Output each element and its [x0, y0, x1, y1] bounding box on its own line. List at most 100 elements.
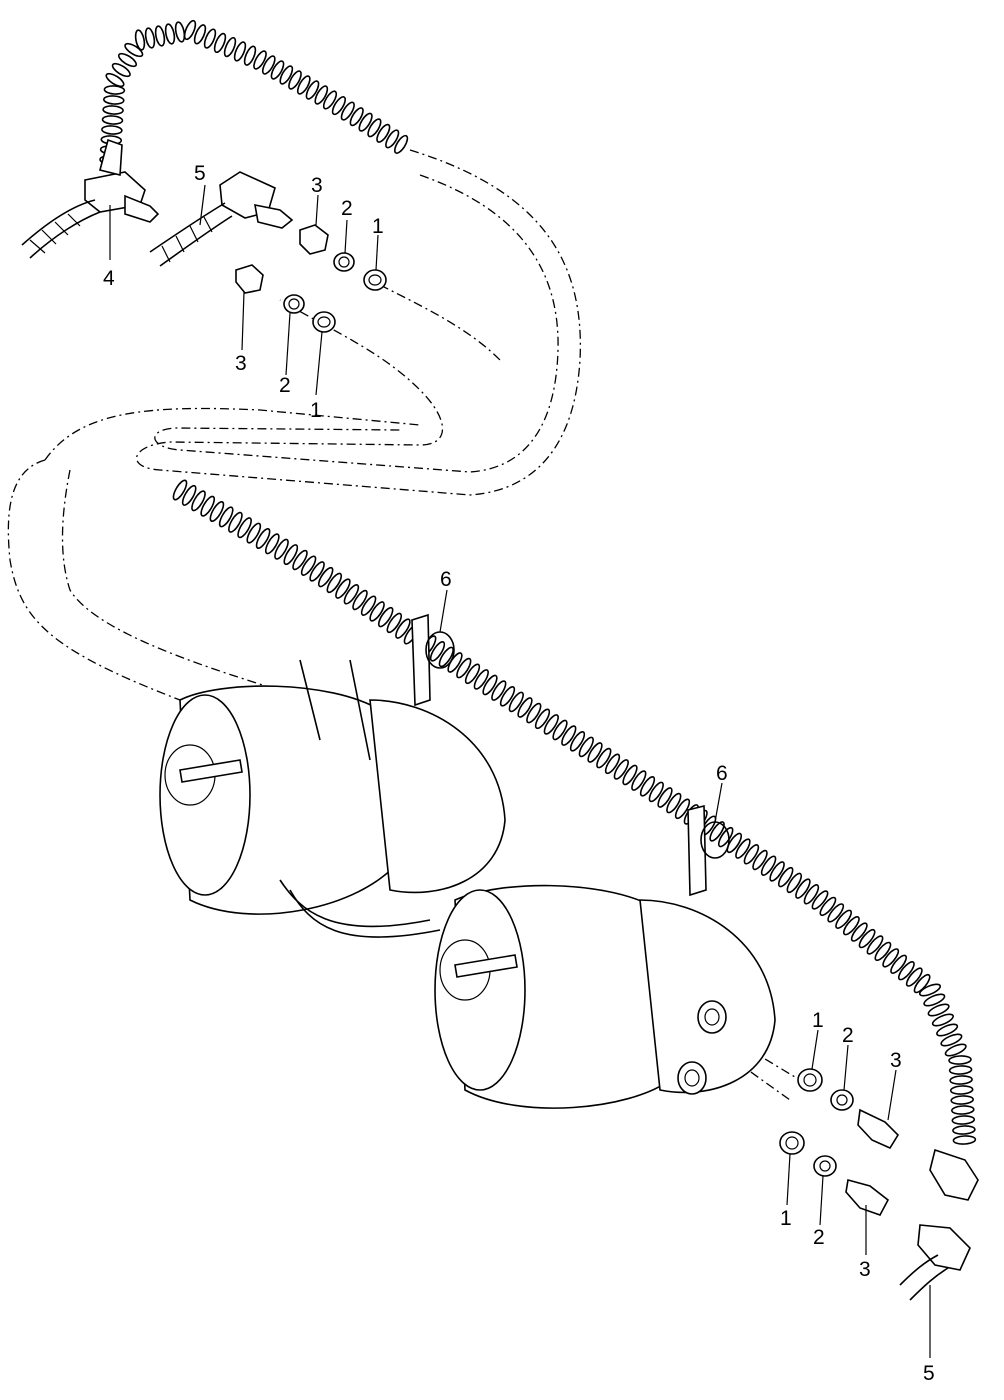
callout-6: 6 — [716, 762, 728, 785]
hose-rib — [674, 798, 691, 820]
hose-rib — [274, 538, 289, 560]
hose-rib — [913, 973, 931, 994]
callout-3: 3 — [235, 352, 247, 375]
hose-rib — [317, 566, 334, 588]
hose-rib — [726, 832, 743, 854]
hose-rib — [101, 115, 124, 125]
hose-rib — [105, 72, 125, 88]
hose-rib — [936, 1023, 959, 1037]
hose-rib — [752, 849, 768, 871]
hose-rib — [183, 19, 197, 41]
hose-rib — [349, 107, 364, 127]
hose-rib — [228, 511, 243, 533]
hose-rib — [944, 1043, 967, 1057]
hose-rib — [578, 736, 594, 758]
hose-rib — [534, 708, 551, 730]
leader-lines — [109, 184, 931, 1358]
hose-rib — [203, 28, 217, 49]
hose-rib — [270, 60, 285, 80]
hose-rib — [769, 861, 785, 882]
callout-2: 2 — [279, 374, 291, 397]
hose-rib — [709, 821, 725, 842]
hose-rib — [213, 32, 227, 54]
hose-rib — [613, 759, 629, 780]
hose-rib — [827, 903, 845, 923]
hose-rib — [292, 549, 308, 571]
brake-chamber-left — [159, 659, 506, 938]
hose-rib — [666, 792, 682, 814]
corrugated-hose-top — [99, 19, 409, 165]
callout-4: 4 — [103, 267, 115, 290]
hose-rib — [874, 941, 892, 962]
hose-rib — [102, 105, 124, 115]
hose-rib — [352, 589, 368, 611]
hose-rib — [639, 775, 656, 797]
hose-rib — [103, 85, 126, 95]
hose-rib — [743, 844, 760, 865]
hose-rib — [111, 62, 131, 78]
hose-rib — [191, 490, 206, 512]
callout-labels: 4 5 3 2 1 3 2 1 6 6 1 2 3 1 2 3 5 — [103, 162, 935, 1385]
hose-rib — [279, 65, 294, 85]
hose-rib — [622, 764, 638, 786]
hose-rib — [949, 1085, 974, 1095]
callout-1: 1 — [780, 1207, 792, 1230]
hose-rib — [209, 500, 225, 523]
callout-1: 1 — [310, 399, 322, 422]
hose-rib — [360, 595, 377, 616]
hose-rib — [850, 922, 868, 942]
hose-rib — [326, 572, 343, 594]
hose-rib — [283, 544, 299, 566]
hose-rib — [300, 555, 317, 576]
hose-rib — [952, 1135, 977, 1145]
hose-rib — [819, 896, 837, 917]
hose-rib — [952, 1125, 976, 1135]
hose-rib — [172, 479, 188, 501]
callout-6: 6 — [440, 568, 452, 591]
callout-2: 2 — [341, 197, 353, 220]
hose-rib — [491, 680, 507, 701]
hose-rib — [335, 578, 351, 599]
hose-rib — [948, 1065, 973, 1075]
hose-rib — [951, 1115, 976, 1125]
hose-rib — [456, 657, 472, 679]
hose-rib — [243, 45, 257, 66]
hose-rib — [255, 527, 271, 550]
hose-rib — [340, 101, 355, 121]
hose-rib — [517, 697, 533, 718]
hose-rib — [842, 916, 860, 936]
hose-rib — [631, 770, 647, 791]
hose-rib — [331, 96, 346, 116]
hose-rib — [395, 618, 411, 639]
hose-rib — [526, 702, 542, 724]
hose-rib — [343, 584, 360, 605]
hose-rib — [604, 753, 621, 775]
hose-rib — [367, 118, 382, 138]
hose-rib — [296, 75, 311, 95]
hose-rib — [866, 935, 884, 955]
brake-chamber-right — [434, 884, 776, 1109]
hose-rib — [482, 674, 498, 696]
hose-rib — [309, 561, 325, 582]
hose-rib — [569, 730, 586, 752]
hose-rib — [154, 25, 166, 47]
hose-rib — [552, 719, 568, 741]
tee-fitting — [21, 138, 160, 259]
hose-rib — [950, 1095, 974, 1105]
hose-rib — [358, 112, 373, 132]
hose-rib — [376, 123, 391, 143]
hose-rib — [760, 855, 777, 876]
hose-rib — [305, 80, 320, 100]
hose-rib — [897, 961, 915, 981]
hose-rib — [923, 993, 946, 1007]
hose-rib — [103, 95, 125, 105]
callout-1: 1 — [372, 215, 384, 238]
hose-rib — [386, 612, 403, 634]
top-fittings — [235, 224, 387, 333]
hose-rib — [890, 954, 908, 974]
hose-rib — [882, 948, 900, 968]
hose-rib — [811, 890, 829, 910]
hose-rib — [543, 714, 559, 735]
hose-rib — [949, 1075, 973, 1085]
